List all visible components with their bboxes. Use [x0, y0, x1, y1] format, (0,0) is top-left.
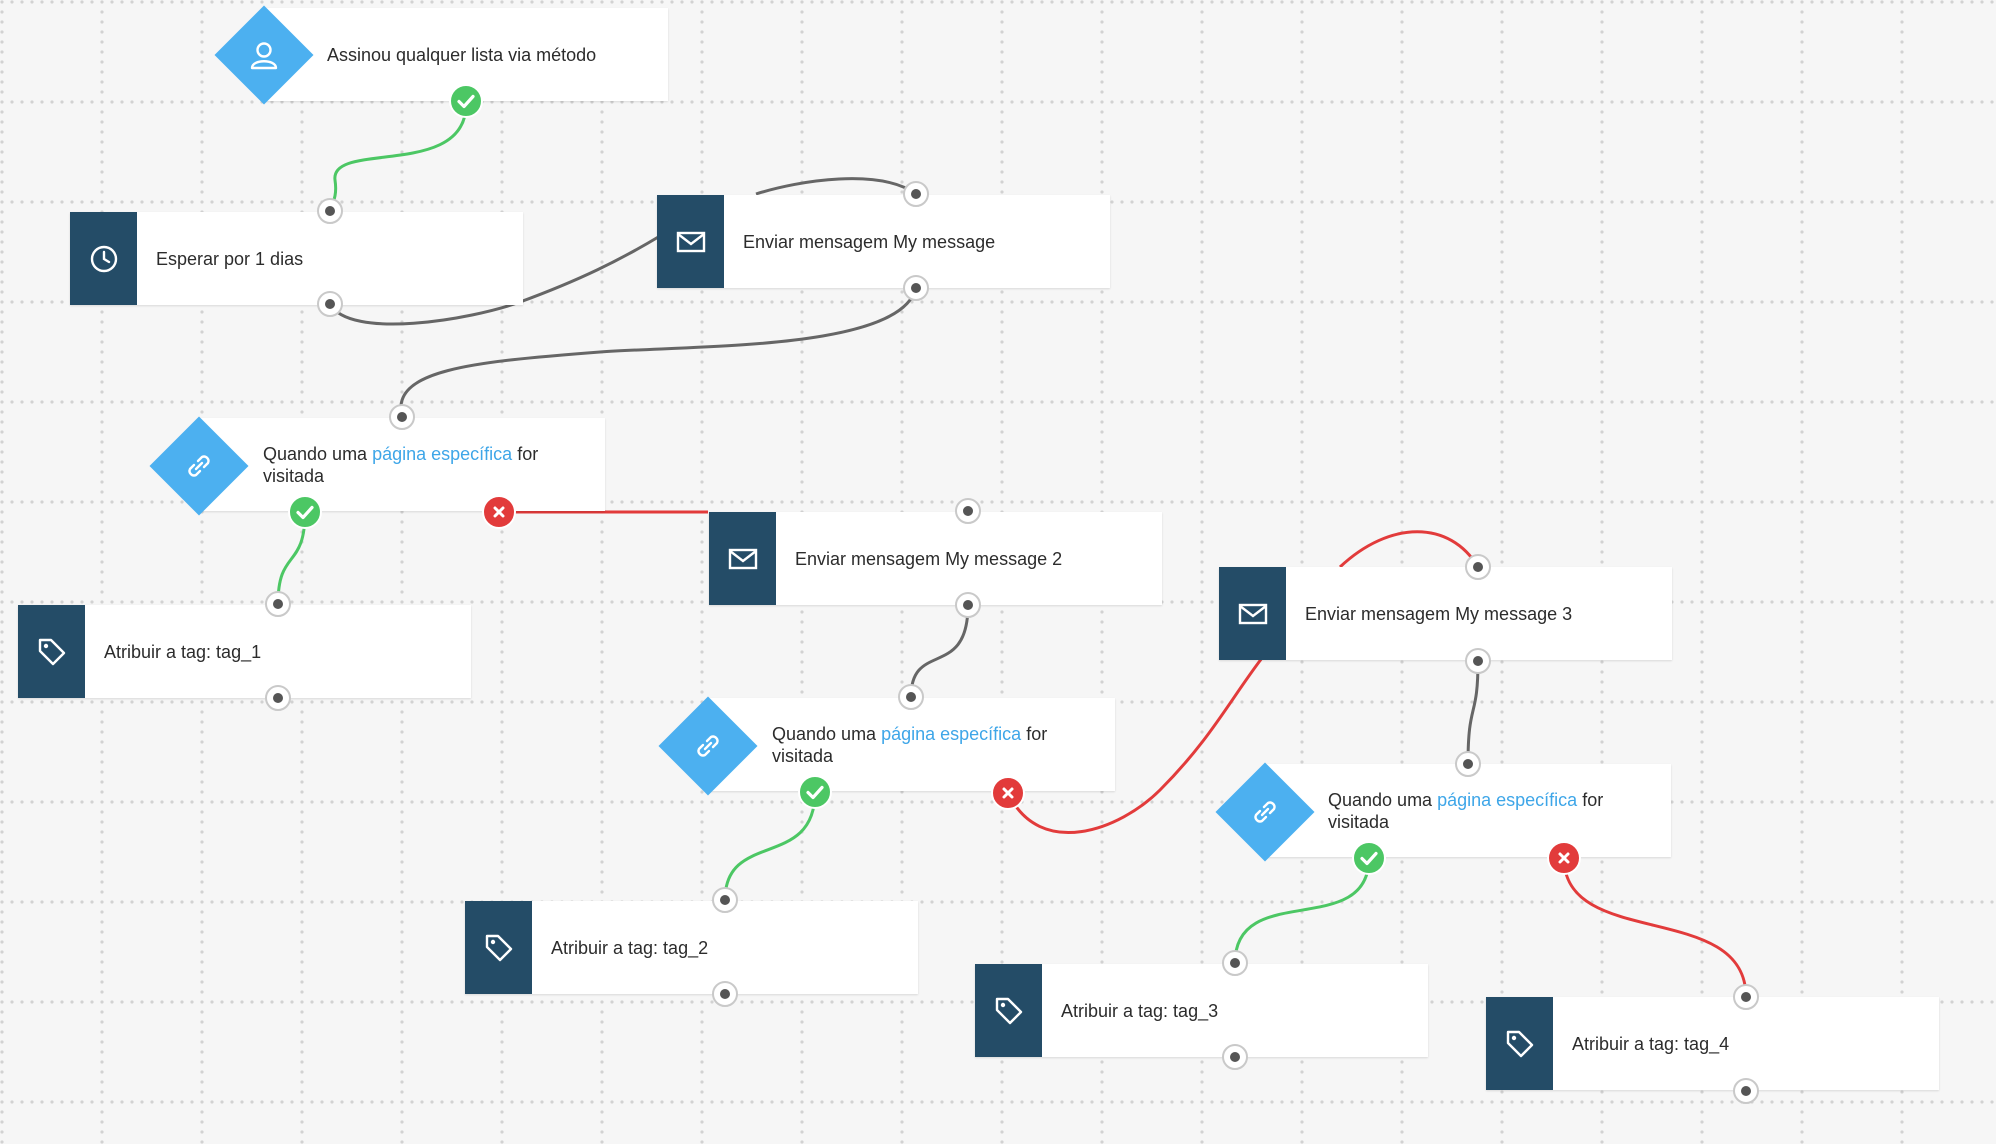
port-tag-2-in[interactable] — [712, 887, 738, 913]
node-label: Atribuir a tag: tag_3 — [1061, 1000, 1219, 1021]
node-icon-box — [70, 212, 137, 305]
port-tag-3-in[interactable] — [1222, 950, 1248, 976]
port-condition-1-in[interactable] — [389, 404, 415, 430]
port-message-2-in[interactable] — [955, 498, 981, 524]
port-tag-4-out[interactable] — [1733, 1078, 1759, 1104]
check-icon — [457, 94, 475, 109]
yes-badge-condition-2[interactable] — [798, 775, 832, 809]
port-message-1-out[interactable] — [903, 275, 929, 301]
node-label: Atribuir a tag: tag_1 — [104, 641, 262, 662]
specific-page-link[interactable]: página específica — [881, 723, 1022, 744]
node-send-message-3[interactable]: Enviar mensagem My message 3 — [1219, 567, 1672, 660]
node-assign-tag-3[interactable]: Atribuir a tag: tag_3 — [975, 964, 1428, 1057]
condition-text-post: for visitada — [263, 443, 539, 486]
port-tag-4-in[interactable] — [1733, 984, 1759, 1010]
node-icon-box — [1486, 997, 1553, 1090]
condition-text-post: for visitada — [1328, 789, 1604, 832]
tag-icon — [485, 934, 512, 961]
wire-message-3-to-condition-3 — [1466, 660, 1480, 765]
node-label: Assinou qualquer lista via método — [327, 44, 597, 65]
port-message-3-out[interactable] — [1465, 648, 1491, 674]
node-wait-1-day[interactable]: Esperar por 1 dias — [70, 212, 523, 305]
envelope-icon — [676, 231, 705, 252]
node-label: Quando uma página específica for visitad… — [1328, 764, 1657, 857]
close-icon — [1558, 852, 1570, 864]
node-icon-box — [18, 605, 85, 698]
no-badge-condition-2[interactable] — [991, 776, 1025, 810]
specific-page-link[interactable]: página específica — [372, 443, 513, 464]
port-condition-3-in[interactable] — [1455, 751, 1481, 777]
specific-page-link[interactable]: página específica — [1437, 789, 1578, 810]
node-label: Esperar por 1 dias — [156, 248, 304, 269]
port-wait-out[interactable] — [317, 291, 343, 317]
wire-message-2-to-condition-2 — [909, 604, 970, 698]
node-icon-box — [1219, 567, 1286, 660]
no-badge-condition-1[interactable] — [482, 495, 516, 529]
port-message-1-in[interactable] — [903, 181, 929, 207]
yes-badge-condition-3[interactable] — [1352, 841, 1386, 875]
port-tag-2-out[interactable] — [712, 981, 738, 1007]
port-wait-in[interactable] — [317, 198, 343, 224]
node-send-message-1[interactable]: Enviar mensagem My message — [657, 195, 1110, 288]
port-tag-3-out[interactable] — [1222, 1044, 1248, 1070]
port-condition-2-in[interactable] — [898, 684, 924, 710]
condition-text-pre: Quando uma — [263, 443, 373, 464]
node-send-message-2[interactable]: Enviar mensagem My message 2 — [709, 512, 1162, 605]
node-label: Atribuir a tag: tag_2 — [551, 937, 709, 958]
port-tag-1-out[interactable] — [265, 685, 291, 711]
close-icon — [493, 506, 505, 518]
node-assign-tag-4[interactable]: Atribuir a tag: tag_4 — [1486, 997, 1939, 1090]
wire-message-1-top — [755, 177, 917, 196]
wire-condition-2-no-to-message-3 — [1006, 657, 1264, 834]
wire-trigger-to-wait — [328, 100, 468, 212]
tag-icon — [995, 997, 1022, 1024]
wire-condition-3-yes-to-tag-3 — [1233, 857, 1371, 964]
yes-badge-trigger[interactable] — [449, 84, 483, 118]
link-icon — [188, 455, 210, 477]
port-message-3-in[interactable] — [1465, 554, 1491, 580]
wire-message-3-top — [1338, 530, 1480, 569]
close-icon — [1002, 787, 1014, 799]
port-message-2-out[interactable] — [955, 592, 981, 618]
condition-text-post: for visitada — [772, 723, 1048, 766]
node-assign-tag-2[interactable]: Atribuir a tag: tag_2 — [465, 901, 918, 994]
link-icon — [697, 735, 719, 757]
clock-icon — [90, 245, 117, 272]
node-icon-box — [975, 964, 1042, 1057]
check-icon — [296, 505, 314, 520]
node-label: Quando uma página específica for visitad… — [772, 698, 1101, 791]
node-label: Quando uma página específica for visitad… — [263, 418, 591, 511]
link-icon — [1254, 801, 1276, 823]
node-condition-page-3[interactable]: Quando uma página específica for visitad… — [1265, 764, 1671, 857]
node-label: Enviar mensagem My message 2 — [795, 548, 1063, 569]
node-label: Enviar mensagem My message 3 — [1305, 603, 1573, 624]
wire-condition-3-no-to-tag-4 — [1562, 857, 1748, 998]
tag-icon — [38, 638, 65, 665]
node-icon-box — [657, 195, 724, 288]
port-tag-1-in[interactable] — [265, 591, 291, 617]
envelope-icon — [1238, 603, 1267, 624]
condition-text-pre: Quando uma — [772, 723, 882, 744]
node-condition-page-2[interactable]: Quando uma página específica for visitad… — [708, 698, 1115, 791]
check-icon — [806, 785, 824, 800]
node-label: Enviar mensagem My message — [743, 231, 996, 252]
no-badge-condition-3[interactable] — [1547, 841, 1581, 875]
node-assign-tag-1[interactable]: Atribuir a tag: tag_1 — [18, 605, 471, 698]
check-icon — [1360, 851, 1378, 866]
node-condition-page-1[interactable]: Quando uma página específica for visitad… — [198, 418, 605, 511]
condition-text-pre: Quando uma — [1328, 789, 1438, 810]
wire-message-1-to-condition-1 — [399, 287, 918, 418]
wire-condition-2-yes-to-tag-2 — [723, 791, 817, 901]
tag-icon — [1506, 1030, 1533, 1057]
envelope-icon — [728, 548, 757, 569]
yes-badge-condition-1[interactable] — [288, 495, 322, 529]
node-icon-box — [709, 512, 776, 605]
node-icon-box — [465, 901, 532, 994]
user-icon — [250, 42, 278, 70]
node-label: Atribuir a tag: tag_4 — [1572, 1033, 1730, 1054]
